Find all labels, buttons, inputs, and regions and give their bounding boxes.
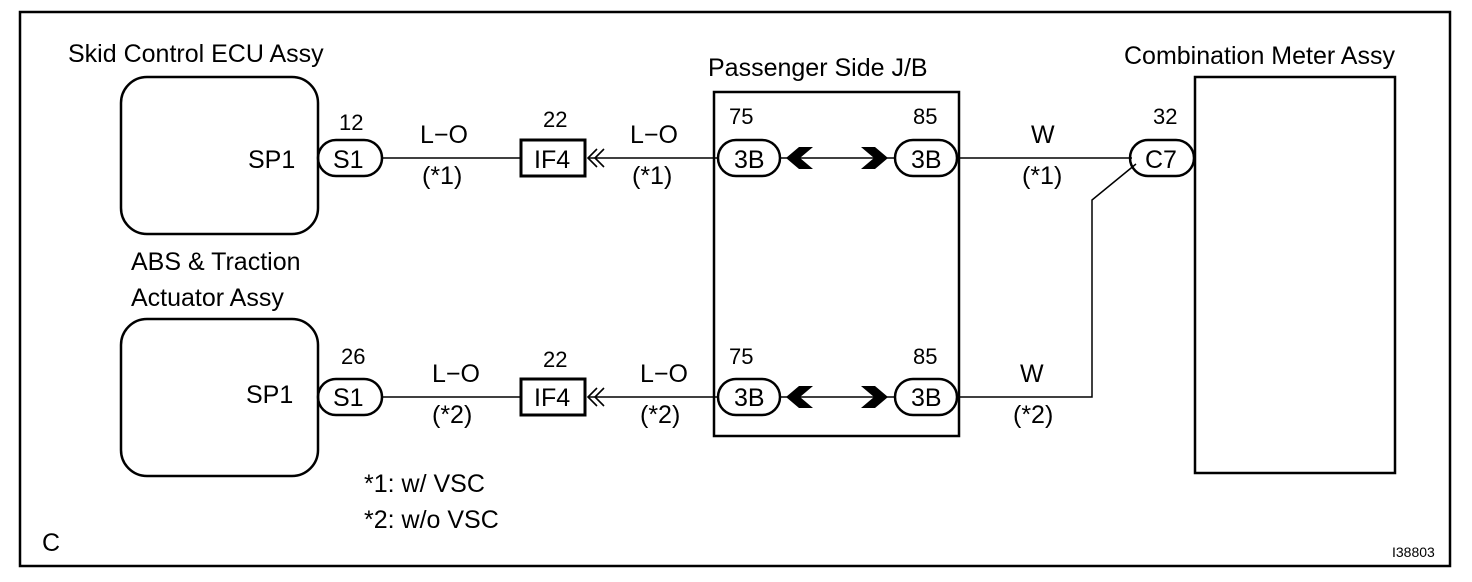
if4-connector-top (519, 138, 587, 178)
wire-bottom-jb-c7 (957, 163, 1137, 398)
if4-pin-number-bottom: 22 (543, 347, 567, 372)
c7-pin-number: 32 (1153, 104, 1177, 129)
combination-meter-box (1193, 75, 1397, 475)
s1-pin-number-bottom: 26 (341, 344, 365, 369)
c7-connector-label: C7 (1145, 146, 1177, 174)
jb-in-pin-number-bottom: 75 (729, 344, 753, 369)
jb-in-connector-bottom-label: 3B (734, 384, 765, 412)
legend-note-1: *1: w/ VSC (364, 470, 485, 498)
jb-out-connector-bottom-label: 3B (911, 384, 942, 412)
wire-bottom-note-2: (*2) (640, 401, 680, 429)
wire-bottom-lo-label-2: L−O (640, 360, 688, 388)
wire-top-lo-label-1: L−O (420, 121, 468, 149)
legend-note-2: *2: w/o VSC (364, 506, 499, 534)
wire-top-note-2: (*1) (632, 162, 672, 190)
wire-bottom-w-note: (*2) (1013, 401, 1053, 429)
jb-terminal-right-bottom (861, 386, 888, 408)
wire-bottom-lo-label-1: L−O (432, 360, 480, 388)
if4-connector-top-label: IF4 (534, 146, 570, 174)
wire-bottom-note-1: (*2) (432, 401, 472, 429)
c7-connector (1128, 138, 1196, 178)
abs-actuator-pin-label: SP1 (246, 381, 293, 409)
jb-terminal-left-bottom (786, 386, 813, 408)
jb-terminal-right-top (861, 147, 888, 169)
jb-in-pin-number-top: 75 (729, 104, 753, 129)
if4-connector-bottom (519, 377, 587, 417)
abs-actuator-title-line2: Actuator Assy (131, 284, 284, 312)
wire-bottom-w-label: W (1020, 360, 1044, 388)
jb-in-connector-top-label: 3B (734, 146, 765, 174)
if4-pin-number-top: 22 (543, 107, 567, 132)
junction-block-title: Passenger Side J/B (708, 54, 928, 82)
wire-top-note-1: (*1) (422, 162, 462, 190)
diagram-frame (18, 10, 1452, 568)
figure-id: I38803 (1392, 544, 1435, 560)
skid-ecu-title: Skid Control ECU Assy (68, 40, 324, 68)
junction-block-box (712, 90, 961, 438)
wire-top-w-label: W (1031, 121, 1055, 149)
s1-connector-top-label: S1 (333, 146, 364, 174)
jb-out-pin-number-bottom: 85 (913, 344, 937, 369)
wire-top-w-note: (*1) (1022, 162, 1062, 190)
corner-label: C (42, 529, 60, 557)
wire-top-lo-label-2: L−O (630, 121, 678, 149)
if4-connector-bottom-label: IF4 (534, 384, 570, 412)
abs-actuator-title-line1: ABS & Traction (131, 248, 301, 276)
combination-meter-title: Combination Meter Assy (1124, 42, 1395, 70)
jb-terminal-left-top (786, 147, 813, 169)
s1-pin-number-top: 12 (339, 110, 363, 135)
skid-ecu-pin-label: SP1 (248, 146, 295, 174)
jb-out-connector-top-label: 3B (911, 146, 942, 174)
s1-connector-bottom-label: S1 (333, 384, 364, 412)
jb-out-pin-number-top: 85 (913, 104, 937, 129)
